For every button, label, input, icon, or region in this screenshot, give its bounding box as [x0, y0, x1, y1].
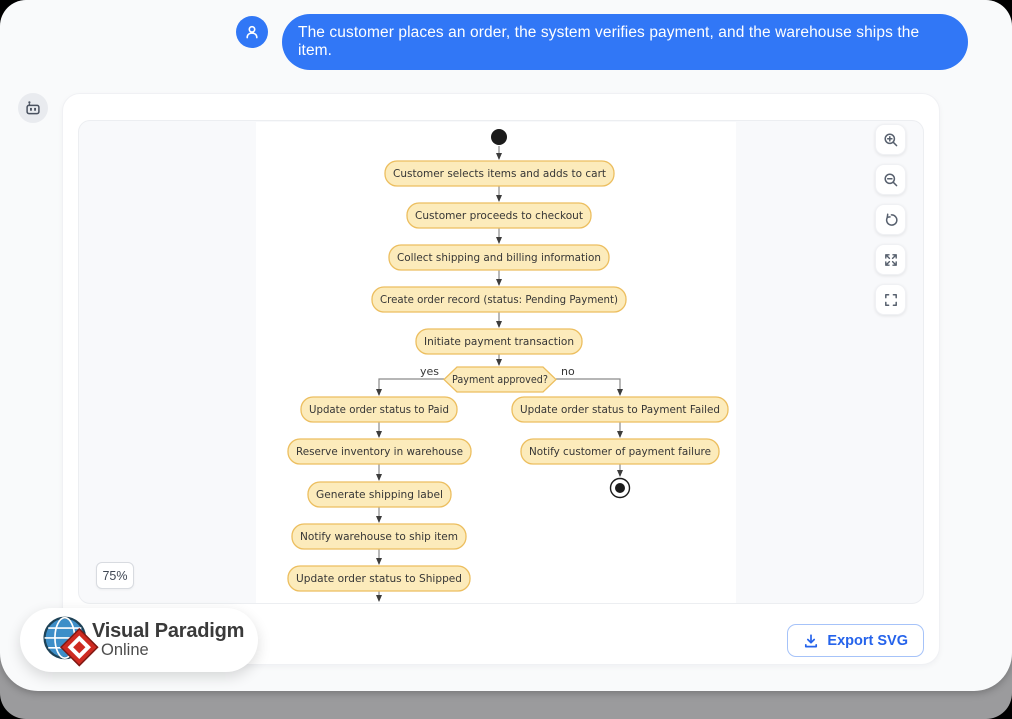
- action-node-n3: [388, 244, 610, 271]
- zoom-level-badge: 75%: [96, 562, 134, 589]
- expand-button[interactable]: [875, 244, 906, 275]
- edge-label-no: no: [561, 365, 575, 378]
- node-label-n8: Reserve inventory in warehouse: [296, 446, 463, 458]
- node-label-dec: Payment approved?: [452, 374, 548, 386]
- action-node-n2: [406, 202, 592, 229]
- fullscreen-button[interactable]: [875, 284, 906, 315]
- brand-name: Visual Paradigm: [92, 620, 245, 643]
- action-node-n5: [415, 328, 583, 355]
- action-node-n1: [384, 160, 615, 187]
- zoom-toolbar: [875, 124, 906, 315]
- start-node: [491, 129, 507, 145]
- node-label-n13: Notify customer of payment failure: [529, 446, 711, 458]
- action-node-n8: [287, 438, 472, 465]
- edge-dec-n12-no: [556, 378, 623, 396]
- action-node-n9: [307, 481, 452, 508]
- bot-avatar: [18, 93, 48, 123]
- magnifier-minus-icon: [883, 172, 897, 186]
- user-message-text: The customer places an order, the system…: [298, 24, 920, 59]
- expand-arrows-icon: [884, 253, 897, 266]
- export-svg-label: Export SVG: [827, 632, 908, 649]
- action-node-n4: [371, 286, 627, 313]
- diagram-svg[interactable]: yes no Customer selects items and adds to …: [256, 122, 736, 604]
- brand-suffix: Online: [101, 640, 149, 659]
- fullscreen-brackets-icon: [884, 293, 897, 306]
- node-label-n1: Customer selects items and adds to cart: [393, 168, 606, 180]
- reset-view-button[interactable]: [875, 204, 906, 235]
- robot-icon: [26, 101, 40, 115]
- node-label-n12: Update order status to Payment Failed: [520, 404, 720, 416]
- page-background: The customer places an order, the system…: [0, 0, 1012, 691]
- zoom-in-button[interactable]: [875, 124, 906, 155]
- node-label-n2: Customer proceeds to checkout: [415, 210, 583, 222]
- action-node-n7: [300, 396, 458, 423]
- card-footer: Export SVG: [63, 605, 939, 665]
- response-card: yes no Customer selects items and adds to …: [62, 93, 940, 665]
- node-label-n4: Create order record (status: Pending Pay…: [380, 294, 618, 306]
- node-label-n5: Initiate payment transaction: [424, 336, 574, 348]
- node-label-n11: Update order status to Shipped: [296, 573, 462, 585]
- person-icon: [246, 25, 258, 39]
- download-icon: [805, 633, 818, 647]
- action-node-n12: [511, 396, 729, 423]
- diagram-panel: yes no Customer selects items and adds to …: [78, 120, 924, 604]
- zoom-out-button[interactable]: [875, 164, 906, 195]
- action-node-n13: [520, 438, 720, 465]
- node-label-n9: Generate shipping label: [316, 489, 443, 501]
- end-node-core: [615, 483, 625, 493]
- edge-dec-n7-yes: [376, 378, 444, 396]
- user-avatar: [236, 16, 268, 48]
- user-message-bubble: The customer places an order, the system…: [282, 14, 968, 70]
- node-label-n7: Update order status to Paid: [309, 404, 449, 416]
- brand-logo[interactable]: Visual Paradigm Online: [20, 608, 258, 672]
- magnifier-plus-icon: [883, 132, 897, 146]
- rotate-ccw-icon: [885, 213, 898, 226]
- node-label-n3: Collect shipping and billing information: [397, 252, 601, 264]
- brand-text: Visual Paradigm Online: [92, 621, 244, 659]
- edge-label-yes: yes: [420, 365, 439, 378]
- export-svg-button[interactable]: Export SVG: [787, 624, 924, 657]
- globe-diamond-icon: [43, 616, 99, 667]
- node-label-n10: Notify warehouse to ship item: [300, 531, 458, 543]
- action-node-n10: [291, 523, 467, 550]
- decision-node-dec: [443, 366, 557, 393]
- action-node-n11: [287, 565, 471, 592]
